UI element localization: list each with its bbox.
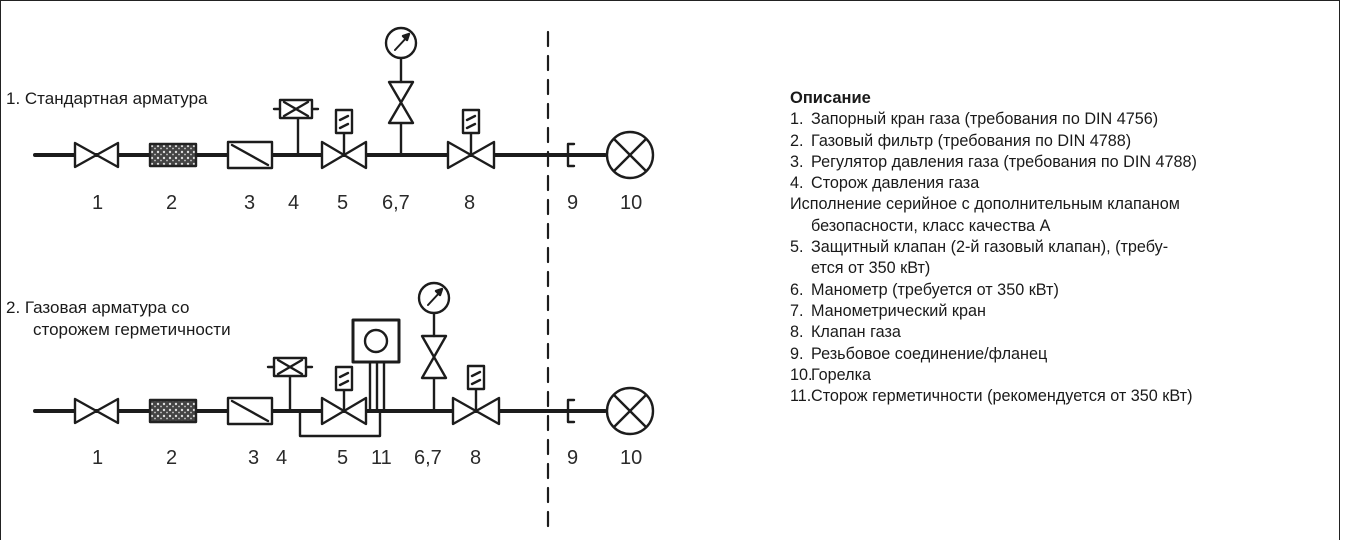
legend-item-number: 11. — [790, 387, 812, 406]
legend-item-text: Защитный клапан (2-й газовый клапан), (т… — [811, 238, 1169, 257]
scheme2-shutoff-cock — [73, 397, 120, 425]
legend-item-number: 5. — [790, 238, 804, 257]
scheme1-gas-filter — [148, 142, 198, 168]
legend-item-number: 2. — [790, 131, 804, 150]
legend-item: 6. Манометр (требуется от 350 кВт) — [790, 280, 1330, 301]
legend-note: Исполнение серийное с дополнительным кла… — [790, 194, 1330, 237]
scheme2-number: 11 — [371, 447, 392, 469]
scheme2-pressure-switch — [266, 356, 314, 413]
scheme1-burner — [605, 130, 655, 180]
scheme1-number: 2 — [166, 192, 178, 214]
scheme1-shutoff-cock — [73, 141, 120, 169]
legend: Описание 1. Запорный кран газа (требовани… — [790, 88, 1330, 407]
diagram-svg — [33, 26, 655, 532]
scheme1-number: 6,7 — [382, 192, 410, 214]
scheme2-number: 3 — [248, 447, 260, 469]
legend-item-text: Газовый фильтр (требования по DIN 4788) — [811, 131, 1132, 150]
legend-item-text: ется от 350 кВт) — [811, 259, 931, 278]
legend-item: 11.Сторож герметичности (рекомендуется о… — [790, 386, 1330, 407]
scheme1-label: 1. Стандартная арматура — [6, 89, 208, 108]
scheme1-pressure-regulator — [226, 140, 274, 170]
legend-item: 2. Газовый фильтр (требования по DIN 4788… — [790, 131, 1330, 152]
legend-item-text: Клапан газа — [811, 323, 901, 342]
scheme1-number: 9 — [567, 192, 579, 214]
scheme2-label-line1: 2. Газовая арматура со — [6, 298, 190, 317]
legend-item-number: 10. — [790, 365, 813, 384]
gas-train-diagram: 1. Стандартная арматура 2. Газовая армат… — [6, 26, 655, 532]
legend-item: 9. Резьбовое соединение/фланец — [790, 344, 1330, 365]
legend-item: 8. Клапан газа — [790, 322, 1330, 343]
scheme1-number: 5 — [337, 192, 349, 214]
legend-title: Описание — [790, 89, 871, 107]
scheme1-safety-valve — [320, 108, 368, 170]
scheme2-burner — [605, 386, 655, 436]
legend-item-number: 9. — [790, 344, 804, 363]
legend-item: 1. Запорный кран газа (требования по DIN … — [790, 109, 1330, 130]
legend-item-number: 3. — [790, 152, 804, 171]
scheme1-flange — [566, 142, 576, 168]
scheme2-number: 5 — [337, 447, 349, 469]
legend-item-text: Сторож герметичности (рекомендуется от 3… — [811, 387, 1193, 406]
legend-item-number — [790, 258, 811, 279]
legend-item-text: Запорный кран газа (требования по DIN 47… — [811, 110, 1159, 129]
scheme2-label-line2: сторожем герметичности — [33, 320, 231, 339]
scheme2-pressure-regulator — [226, 396, 274, 426]
legend-item: 4. Сторож давления газа — [790, 173, 1330, 194]
legend-item-number: 6. — [790, 280, 804, 299]
legend-item: ется от 350 кВт) — [790, 258, 1330, 279]
scheme1-manometer — [384, 26, 418, 157]
scheme2-bypass-line — [298, 409, 382, 438]
scheme2-drawing — [33, 281, 655, 438]
scheme1-number: 10 — [620, 192, 643, 214]
scheme2-flange — [566, 398, 576, 424]
scheme2-gas-valve — [451, 364, 501, 426]
scheme2-number: 8 — [470, 447, 482, 469]
legend-note-line2: безопасности, класс качества А — [811, 216, 1051, 235]
scheme1-drawing — [33, 26, 655, 180]
scheme1-number: 4 — [288, 192, 300, 214]
legend-item-number: 4. — [790, 174, 804, 193]
legend-item-number: 1. — [790, 110, 804, 129]
scheme1-number: 8 — [464, 192, 476, 214]
legend-item-text: Регулятор давления газа (требования по D… — [811, 152, 1197, 171]
scheme1-number: 1 — [92, 192, 104, 214]
scheme1-number: 3 — [244, 192, 256, 214]
scheme1-pressure-switch — [272, 98, 320, 157]
legend-note-line1: Исполнение серийное с дополнительным кла… — [790, 195, 1180, 214]
scheme2-number: 6,7 — [414, 447, 442, 469]
scheme1-gas-valve — [446, 108, 496, 170]
scheme2-number: 9 — [567, 447, 579, 469]
legend-item: 7. Манометрический кран — [790, 301, 1330, 322]
legend-item-number: 8. — [790, 323, 804, 342]
scheme2-number: 4 — [276, 447, 288, 469]
legend-item-text: Манометр (требуется от 350 кВт) — [811, 280, 1059, 299]
scheme2-number: 10 — [620, 447, 643, 469]
legend-item: 10.Горелка — [790, 365, 1330, 386]
legend-item-text: Резьбовое соединение/фланец — [811, 344, 1048, 363]
legend-item-text: Манометрический кран — [811, 301, 986, 320]
scheme2-leak-checker — [351, 318, 401, 413]
scheme2-manometer — [417, 281, 451, 413]
legend-item: 5. Защитный клапан (2-й газовый клапан), … — [790, 237, 1330, 258]
legend-item-text: Сторож давления газа — [811, 174, 980, 193]
legend-item-number: 7. — [790, 301, 804, 320]
scheme2-number: 1 — [92, 447, 104, 469]
scheme2-safety-valve — [320, 365, 368, 426]
legend-item: 3. Регулятор давления газа (требования по… — [790, 152, 1330, 173]
scheme2-gas-filter — [148, 398, 198, 424]
legend-item-text: Горелка — [811, 365, 872, 384]
scheme2-number: 2 — [166, 447, 178, 469]
